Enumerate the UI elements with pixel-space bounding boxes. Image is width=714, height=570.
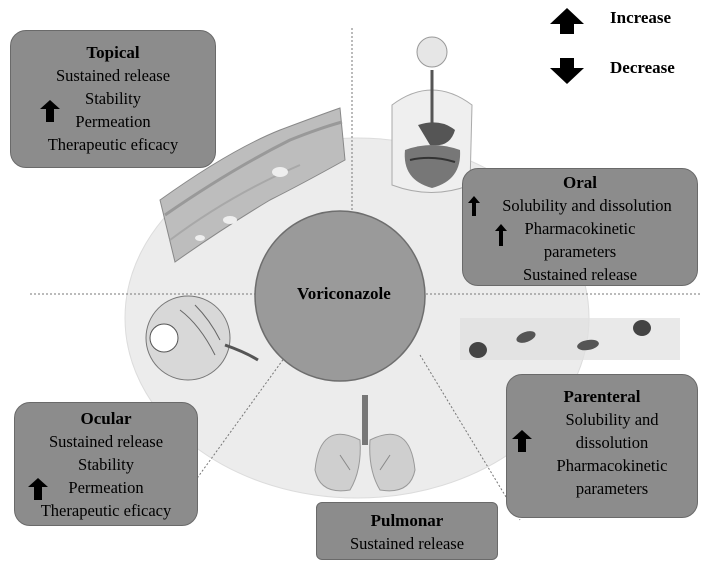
oral-line: Sustained release [522, 265, 638, 284]
parenteral-title: Parenteral [563, 387, 641, 406]
arrow-up-icon [550, 8, 584, 34]
eye-illustration [145, 295, 259, 381]
parenteral-box: Parenteral Solubility and dissolution Ph… [506, 374, 698, 518]
divider-lower-right [419, 354, 521, 521]
parenteral-line: Solubility and [565, 410, 659, 429]
oral-line: Pharmacokinetic [524, 219, 636, 238]
arrow-up-icon [512, 430, 532, 452]
oral-line: Solubility and dissolution [502, 196, 672, 215]
parenteral-line: Pharmacokinetic [556, 456, 668, 475]
legend-decrease-label: Decrease [610, 58, 675, 77]
ocular-line: Therapeutic eficacy [40, 501, 172, 520]
arrow-up-icon [495, 224, 507, 246]
parenteral-line: dissolution [575, 433, 649, 452]
ocular-line: Permeation [68, 478, 144, 497]
topical-box: Topical Sustained release Stability Perm… [10, 30, 216, 168]
digestive-system-illustration [391, 36, 473, 193]
arrow-up-icon [468, 196, 480, 216]
center-label: Voriconazole [297, 284, 391, 303]
arrow-up-icon [28, 478, 48, 500]
ocular-title: Ocular [80, 409, 132, 428]
divider-lower-left [189, 349, 291, 489]
parenteral-line: parameters [575, 479, 649, 498]
ocular-line: Sustained release [48, 432, 164, 451]
lungs-illustration [314, 395, 416, 492]
arrow-up-icon [40, 100, 60, 122]
ocular-line: Stability [78, 455, 134, 474]
pulmonar-title: Pulmonar [370, 511, 444, 530]
arrow-down-icon [550, 58, 584, 84]
center-circle [254, 210, 426, 382]
blood-cells-illustration [460, 318, 680, 360]
pulmonar-line: Sustained release [349, 534, 465, 553]
oral-line: parameters [543, 242, 617, 261]
topical-line: Stability [85, 89, 141, 108]
topical-line: Permeation [75, 112, 151, 131]
oral-title: Oral [563, 173, 597, 192]
topical-title: Topical [86, 43, 140, 62]
skin-illustration [159, 107, 346, 263]
ocular-box: Ocular Sustained release Stability Perme… [14, 402, 198, 526]
topical-line: Therapeutic eficacy [47, 135, 179, 154]
pulmonar-box: Pulmonar Sustained release [316, 502, 498, 560]
topical-line: Sustained release [55, 66, 171, 85]
legend-increase-label: Increase [610, 8, 672, 27]
